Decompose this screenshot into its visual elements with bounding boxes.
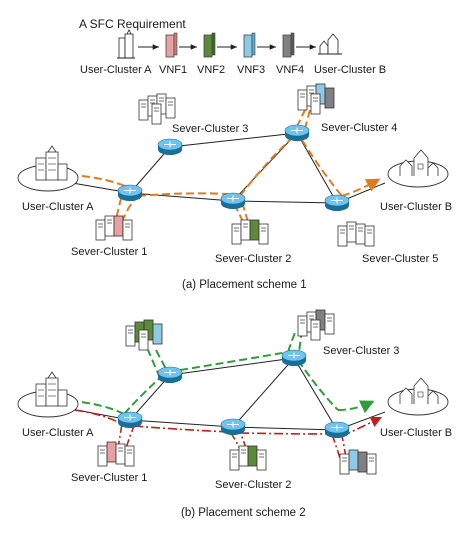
vnf4-icon <box>282 32 295 58</box>
label-sever-cluster-1: Sever-Cluster 1 <box>71 246 147 258</box>
label-user-cluster-b: User-Cluster B <box>380 201 452 213</box>
label-sever-cluster-1: Sever-Cluster 1 <box>71 472 147 484</box>
sfc-requirement: A SFC Requirement <box>79 17 386 76</box>
chain-label-user-a: User-Cluster A <box>80 64 152 76</box>
caption-scheme-1: (a) Placement scheme 1 <box>182 279 307 291</box>
placement-scheme-2: Sever-Cluster 3 User-Cluster A User-Clus… <box>17 309 452 519</box>
scheme-2-green-path <box>57 329 375 415</box>
server-cluster-1-icon <box>95 215 133 241</box>
label-sever-cluster-5: Sever-Cluster 5 <box>362 253 438 265</box>
router-icon <box>220 192 246 210</box>
network-links <box>54 132 386 204</box>
user-cluster-a-icon <box>117 29 135 59</box>
chain-label-vnf2: VNF2 <box>197 64 225 76</box>
label-user-cluster-a: User-Cluster A <box>22 427 94 439</box>
server-cluster-4-icon <box>297 83 335 115</box>
router-icon <box>284 124 310 142</box>
user-cluster-b-cloud-icon <box>387 377 449 416</box>
server-cluster-5-icon <box>337 221 375 247</box>
chain-label-vnf3: VNF3 <box>237 64 265 76</box>
caption-scheme-2: (b) Placement scheme 2 <box>181 507 306 519</box>
vnf1-icon <box>165 32 178 58</box>
label-sever-cluster-3: Sever-Cluster 3 <box>172 123 248 135</box>
label-user-cluster-a: User-Cluster A <box>22 201 94 213</box>
server-cluster-green-top-icon <box>125 319 163 351</box>
placement-scheme-1: Sever-Cluster 3 Sever-Cluster 4 User-Clu… <box>17 83 452 291</box>
vnf3-icon <box>243 32 256 58</box>
server-cluster-2-icon <box>231 219 269 245</box>
chain-label-vnf1: VNF1 <box>159 64 187 76</box>
server-cluster-2-icon <box>229 445 267 471</box>
router-icon <box>324 194 350 212</box>
label-sever-cluster-2: Sever-Cluster 2 <box>215 479 291 491</box>
router-icon <box>220 418 246 436</box>
user-cluster-b-cloud-icon <box>387 149 449 188</box>
vnf2-icon <box>203 32 216 58</box>
user-cluster-a-cloud-icon <box>17 145 79 192</box>
chain-label-vnf4: VNF4 <box>276 64 304 76</box>
label-sever-cluster-3: Sever-Cluster 3 <box>323 345 399 357</box>
server-cluster-3-icon <box>138 93 176 125</box>
network-links <box>54 357 386 431</box>
user-cluster-b-icon <box>318 33 342 55</box>
label-sever-cluster-2: Sever-Cluster 2 <box>215 253 291 265</box>
router-icon <box>157 366 183 384</box>
server-cluster-1-icon <box>97 441 135 467</box>
router-icon <box>324 421 350 439</box>
server-cluster-right-icon <box>339 449 377 475</box>
router-icon <box>117 411 143 429</box>
label-user-cluster-b: User-Cluster B <box>380 427 452 439</box>
sfc-title: A SFC Requirement <box>79 17 186 31</box>
label-sever-cluster-4: Sever-Cluster 4 <box>321 122 397 134</box>
router-icon <box>157 138 183 156</box>
chain-label-user-b: User-Cluster B <box>314 64 386 76</box>
router-icon <box>117 184 143 202</box>
server-cluster-3-icon <box>297 309 335 341</box>
router-icon <box>281 349 307 367</box>
user-cluster-a-cloud-icon <box>17 371 79 418</box>
